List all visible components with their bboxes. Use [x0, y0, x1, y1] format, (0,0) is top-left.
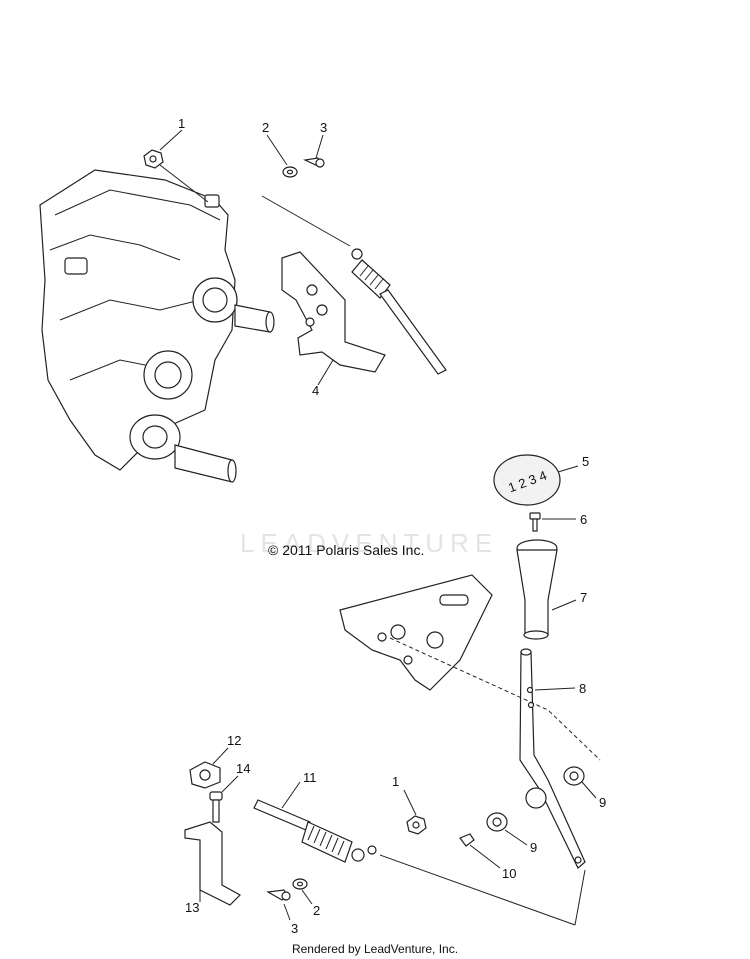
cotter-pin-part-3-bottom [266, 889, 291, 901]
nut-part-1 [143, 149, 164, 169]
callout-10: 10 [502, 866, 516, 881]
washer-part-2-top [282, 166, 298, 178]
shift-cable-part-11 [253, 799, 586, 926]
transmission-assembly [39, 169, 275, 483]
bushing-part-9-right [563, 766, 585, 786]
copyright-notice: © 2011 Polaris Sales Inc. [268, 542, 425, 558]
screw-part-6 [529, 512, 541, 532]
callout-4: 4 [312, 383, 319, 398]
callout-14: 14 [236, 761, 250, 776]
callout-1-top: 1 [178, 116, 185, 131]
cotter-pin-part-3-top [302, 157, 325, 168]
mounting-bracket-part-13 [184, 821, 241, 906]
callout-1-bottom: 1 [392, 774, 399, 789]
nut-part-1-bottom [406, 815, 427, 835]
callout-2-top: 2 [262, 120, 269, 135]
callout-8: 8 [579, 681, 586, 696]
callout-9-bottom: 9 [530, 840, 537, 855]
rendered-by-footer: Rendered by LeadVenture, Inc. [291, 942, 459, 956]
washer-part-2-bottom [292, 878, 308, 890]
bolt-part-14 [209, 791, 223, 823]
callout-11: 11 [303, 770, 317, 785]
callout-3-bottom: 3 [291, 921, 298, 936]
callout-7: 7 [580, 590, 587, 605]
callout-6: 6 [580, 512, 587, 527]
callout-2-bottom: 2 [313, 903, 320, 918]
callout-12: 12 [227, 733, 241, 748]
shift-cable-upper [261, 195, 447, 375]
callout-13: 13 [185, 900, 199, 915]
shifter-mount-bracket [339, 574, 493, 691]
callout-9-right: 9 [599, 795, 606, 810]
shift-knob-part-5: 1 2 3 4 [493, 454, 561, 506]
leadventure-watermark: LEADVENTURE [240, 528, 499, 558]
cable-clamp-part-12 [189, 761, 221, 789]
bracket-part-4 [281, 251, 386, 373]
callout-5: 5 [582, 454, 589, 469]
bushing-part-9-bottom [486, 812, 508, 832]
shift-lever-part-8 [519, 648, 586, 869]
callout-3-top: 3 [320, 120, 327, 135]
clip-part-10 [459, 833, 475, 847]
shifter-boot-part-7 [516, 539, 558, 640]
